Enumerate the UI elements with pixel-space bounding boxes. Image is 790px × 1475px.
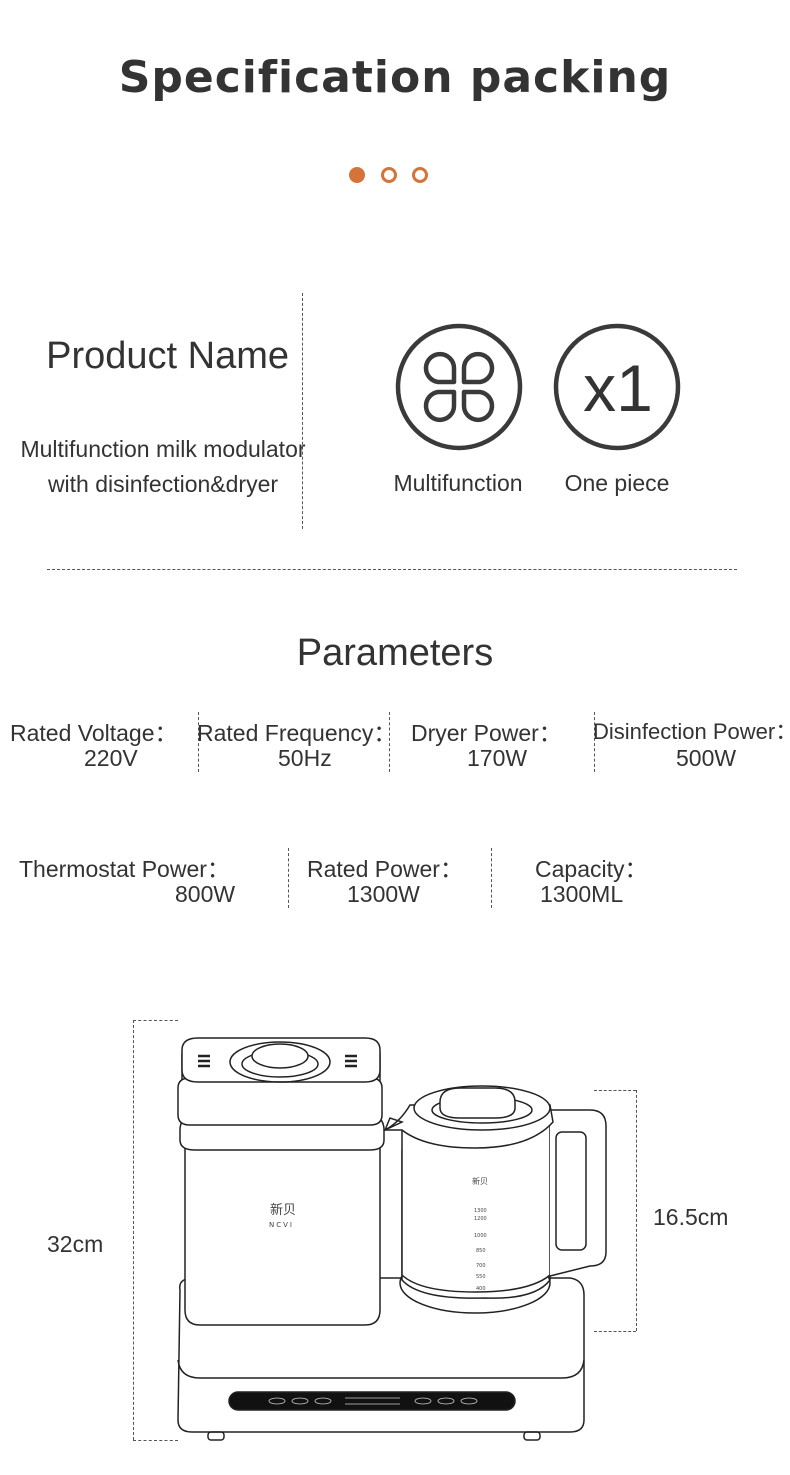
param-value-rated-power: 1300W bbox=[347, 881, 420, 907]
product-description-line-1: Multifunction milk modulator bbox=[20, 436, 306, 462]
dimension-tick bbox=[594, 1090, 636, 1091]
section-divider bbox=[47, 569, 737, 570]
feature-label-multifunction: Multifunction bbox=[393, 470, 523, 496]
dimension-line-kettle bbox=[636, 1090, 637, 1331]
product-description-line-2: with disinfection&dryer bbox=[47, 471, 279, 497]
carousel-dot-1[interactable] bbox=[349, 167, 365, 183]
param-divider bbox=[288, 848, 289, 908]
param-label-rated-voltage: Rated Voltage： bbox=[10, 720, 178, 746]
param-value-disinfection-power: 500W bbox=[676, 745, 737, 771]
param-label-thermostat-power: Thermostat Power： bbox=[19, 856, 230, 882]
param-divider bbox=[198, 712, 199, 772]
param-divider bbox=[389, 712, 390, 772]
parameters-heading: Parameters bbox=[296, 632, 494, 674]
svg-text:700: 700 bbox=[476, 1263, 486, 1269]
feature-label-one-piece: One piece bbox=[564, 470, 670, 496]
param-divider bbox=[491, 848, 492, 908]
dimension-tick bbox=[133, 1440, 178, 1441]
param-value-dryer-power: 170W bbox=[467, 745, 528, 771]
param-label-capacity: Capacity： bbox=[535, 856, 648, 882]
four-petal-icon bbox=[395, 323, 523, 451]
carousel-dot-3[interactable] bbox=[412, 167, 428, 183]
param-label-rated-power: Rated Power： bbox=[307, 856, 463, 882]
svg-text:400: 400 bbox=[476, 1286, 486, 1292]
dimension-tick bbox=[133, 1020, 178, 1021]
param-label-dryer-power: Dryer Power： bbox=[411, 720, 562, 746]
product-name-label: Product Name bbox=[46, 335, 289, 377]
param-label-disinfection-power: Disinfection Power： bbox=[593, 719, 790, 744]
param-divider bbox=[594, 712, 595, 772]
divider-vertical bbox=[302, 293, 303, 529]
svg-text:新贝: 新贝 bbox=[472, 1176, 488, 1186]
svg-text:550: 550 bbox=[476, 1274, 486, 1280]
dimension-line-total bbox=[133, 1020, 134, 1440]
product-description: Multifunction milk modulator with disinf… bbox=[0, 432, 326, 502]
logo-text: 新贝 bbox=[270, 1202, 296, 1218]
svg-text:1300: 1300 bbox=[474, 1208, 487, 1214]
x1-icon: x1 bbox=[553, 323, 681, 451]
param-value-rated-voltage: 220V bbox=[84, 745, 138, 771]
svg-text:850: 850 bbox=[476, 1248, 486, 1254]
product-illustration: 新贝 NCVI 新贝 1300 1200 1000 850 700 550 40… bbox=[177, 1037, 607, 1441]
dimension-tick bbox=[594, 1331, 636, 1332]
dimension-total-height: 32cm bbox=[47, 1231, 104, 1257]
dimension-kettle-height: 16.5cm bbox=[653, 1204, 729, 1230]
x1-icon-text: x1 bbox=[583, 351, 653, 425]
param-label-rated-frequency: Rated Frequency： bbox=[197, 720, 397, 746]
param-value-thermostat-power: 800W bbox=[175, 881, 236, 907]
svg-text:1200: 1200 bbox=[474, 1216, 487, 1222]
svg-text:1000: 1000 bbox=[474, 1233, 487, 1239]
carousel-dot-2[interactable] bbox=[381, 167, 397, 183]
param-value-capacity: 1300ML bbox=[540, 881, 624, 907]
page-title: Specification packing bbox=[118, 52, 672, 103]
param-value-rated-frequency: 50Hz bbox=[278, 745, 332, 771]
svg-text:NCVI: NCVI bbox=[269, 1221, 294, 1229]
